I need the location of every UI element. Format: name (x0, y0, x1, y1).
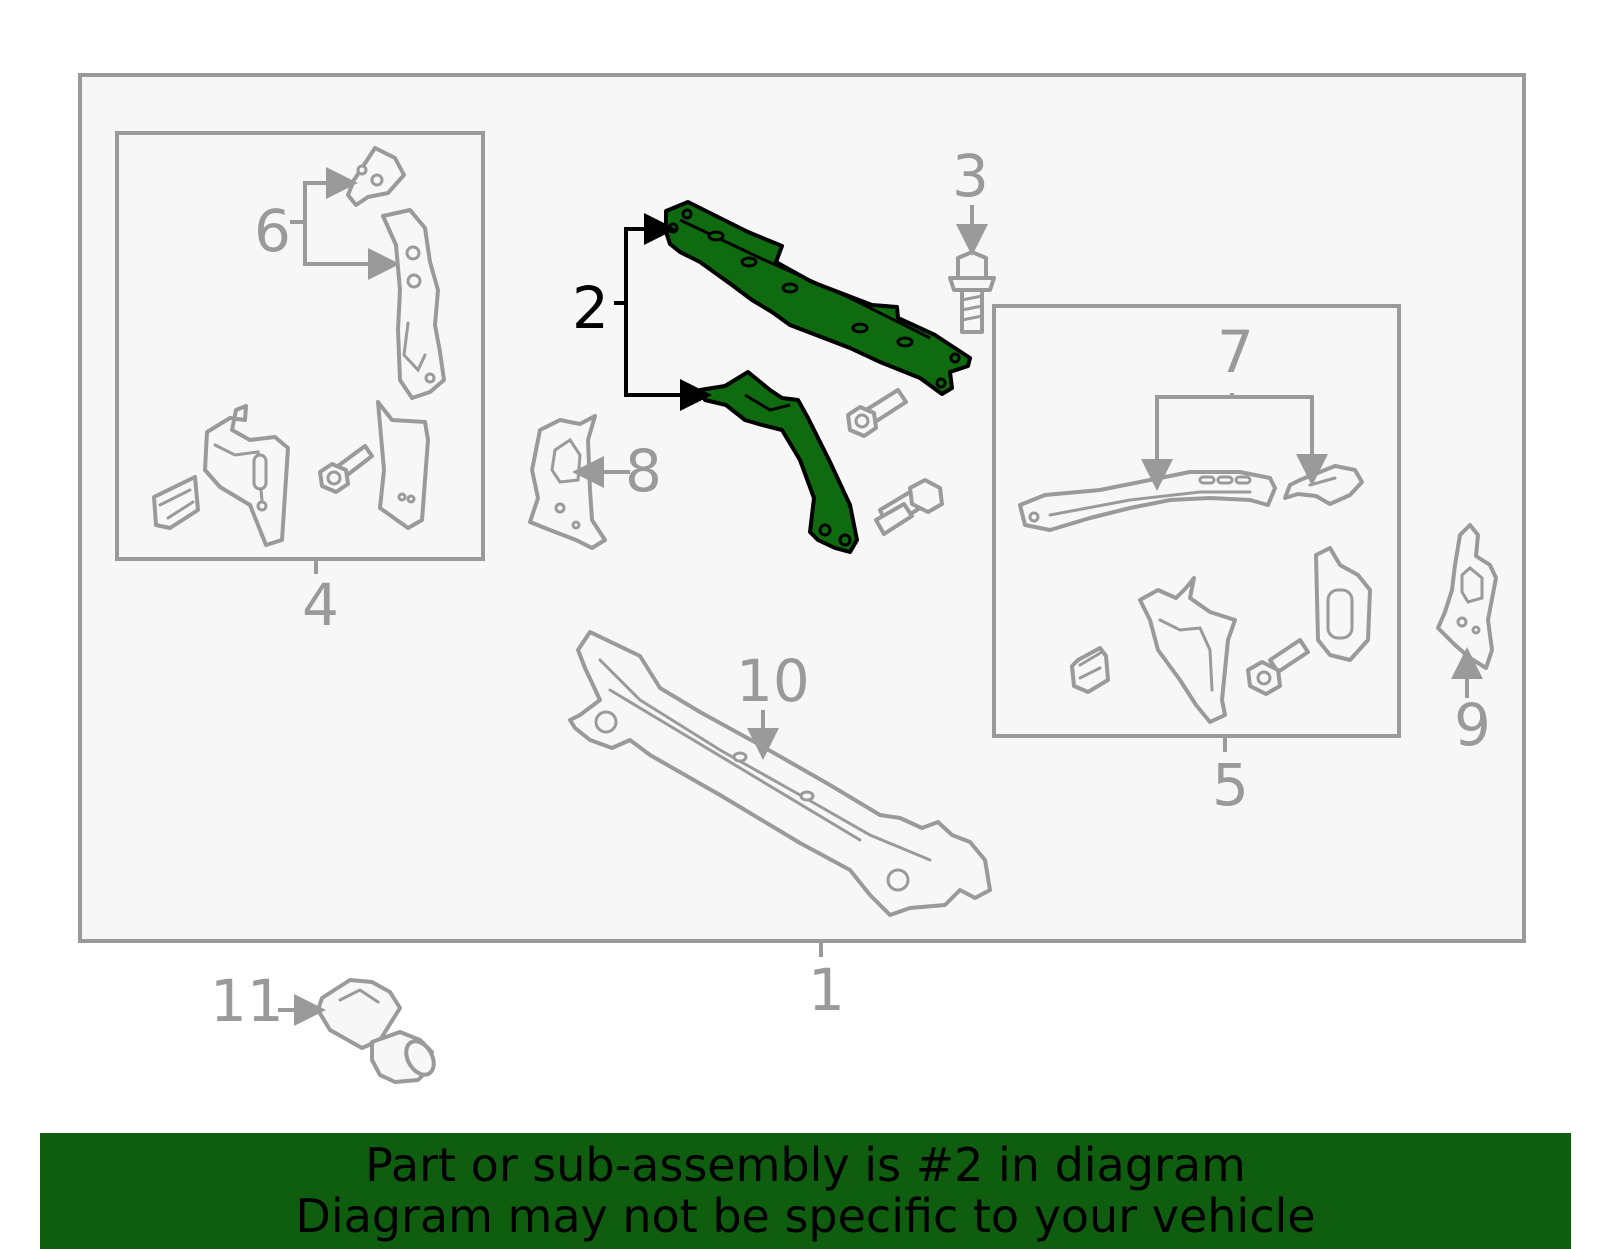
callout-8: 8 (625, 437, 662, 505)
callout-4: 4 (302, 571, 339, 639)
info-banner-background (40, 1133, 1571, 1249)
callout-5: 5 (1212, 751, 1249, 819)
part-8-bracket (528, 414, 607, 550)
banner-line-2: Diagram may not be specific to your vehi… (295, 1189, 1316, 1243)
part-11-sensor (316, 978, 436, 1084)
bolts-center (846, 388, 944, 536)
banner-line-1: Part or sub-assembly is #2 in diagram (365, 1138, 1246, 1192)
callout-3: 3 (952, 142, 989, 210)
part-7-crossbars (1018, 464, 1364, 532)
part-4-components (152, 400, 430, 547)
callout-6: 6 (254, 197, 291, 265)
callout-10: 10 (736, 647, 810, 715)
callout-2: 2 (572, 274, 609, 342)
info-banner: Part or sub-assembly is #2 in diagram Di… (40, 1133, 1571, 1249)
callout-11: 11 (210, 967, 284, 1035)
callout-9: 9 (1454, 691, 1491, 759)
callout-1: 1 (808, 956, 845, 1024)
part-5-components (1070, 546, 1372, 724)
part-10-lower-crossmember (568, 630, 992, 917)
callout-7: 7 (1217, 318, 1254, 386)
part-9-bracket (1436, 523, 1498, 670)
